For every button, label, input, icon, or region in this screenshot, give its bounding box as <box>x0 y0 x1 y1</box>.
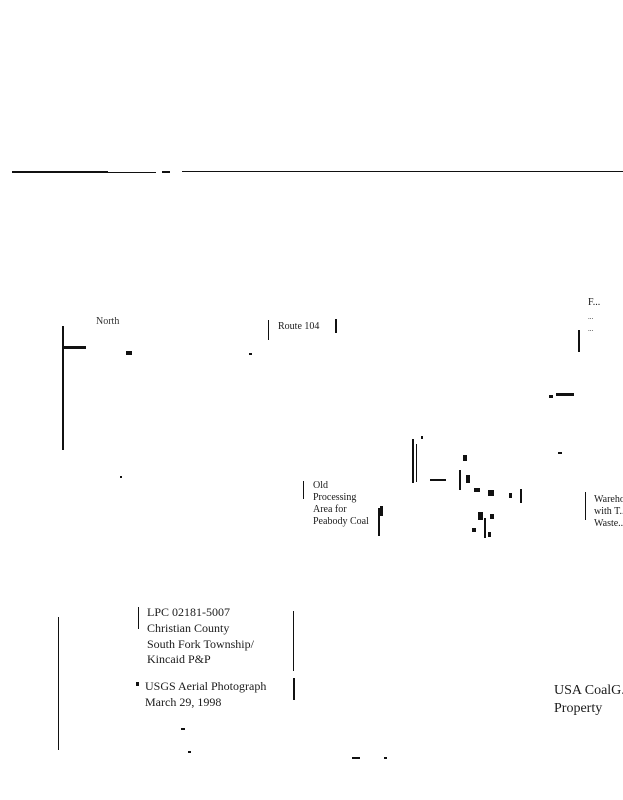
property-line-2: Property <box>554 701 603 716</box>
top-rule-mark <box>162 171 170 173</box>
top-right-bar <box>578 330 580 352</box>
speck <box>509 493 512 498</box>
photo-right-bar <box>293 678 295 700</box>
north-arrow-shaft <box>62 326 64 450</box>
old-processing-line-4: Peabody Coal <box>313 516 369 527</box>
speck <box>188 751 191 753</box>
speck <box>126 351 132 355</box>
speck <box>558 452 562 454</box>
caption-line-4: Kincaid P&P <box>147 652 211 666</box>
speck <box>384 757 387 759</box>
speck <box>488 490 494 496</box>
speck <box>549 395 553 398</box>
speck <box>472 528 476 532</box>
site-bar <box>520 489 522 503</box>
caption-outer-left-rule <box>58 617 59 750</box>
route-label-left-bar <box>268 320 269 340</box>
top-right-label-3: ... <box>588 325 594 333</box>
site-bar <box>412 439 414 483</box>
caption-left-bar <box>138 607 139 629</box>
old-processing-line-3: Area for <box>313 504 347 515</box>
north-label: North <box>96 316 120 327</box>
waste-line-2: with T... <box>594 506 623 517</box>
route-label: Route 104 <box>278 321 320 332</box>
site-bar <box>416 444 417 482</box>
old-processing-bar <box>303 481 304 499</box>
route-label-right-bar <box>335 319 337 333</box>
speck <box>490 514 494 519</box>
property-line-1: USA CoalG... <box>554 683 623 698</box>
site-bar <box>484 518 486 538</box>
waste-bar <box>585 492 586 520</box>
waste-line-3: Waste... <box>594 518 623 529</box>
photo-line-2: March 29, 1998 <box>145 695 222 709</box>
caption-line-2: Christian County <box>147 621 230 635</box>
top-right-label-1: F... <box>588 297 601 308</box>
top-rule-right <box>182 171 623 172</box>
site-bar <box>459 470 461 490</box>
old-processing-right-bar <box>378 508 380 536</box>
top-right-label-2: ... <box>588 313 594 321</box>
old-processing-line-2: Processing <box>313 492 357 503</box>
speck <box>136 682 139 686</box>
speck <box>421 436 423 439</box>
speck <box>488 532 491 537</box>
speck <box>120 476 122 478</box>
top-rule <box>12 171 108 173</box>
photo-line-1: USGS Aerial Photograph <box>145 679 267 693</box>
site-dash <box>430 479 446 481</box>
speck <box>380 506 383 516</box>
speck <box>352 757 360 759</box>
speck <box>181 728 185 730</box>
caption-line-1: LPC 02181-5007 <box>147 605 231 619</box>
old-processing-line-1: Old <box>313 480 328 491</box>
speck <box>249 353 252 355</box>
waste-line-1: Warehouse <box>594 494 623 505</box>
speck <box>466 475 470 483</box>
caption-right-bar <box>293 611 294 671</box>
speck <box>463 455 467 461</box>
speck <box>478 512 483 520</box>
speck <box>474 488 480 492</box>
top-rule-segment <box>108 172 156 173</box>
north-arrow-tick <box>62 346 86 349</box>
right-dash <box>556 393 574 396</box>
caption-line-3: South Fork Township/ <box>147 637 254 651</box>
